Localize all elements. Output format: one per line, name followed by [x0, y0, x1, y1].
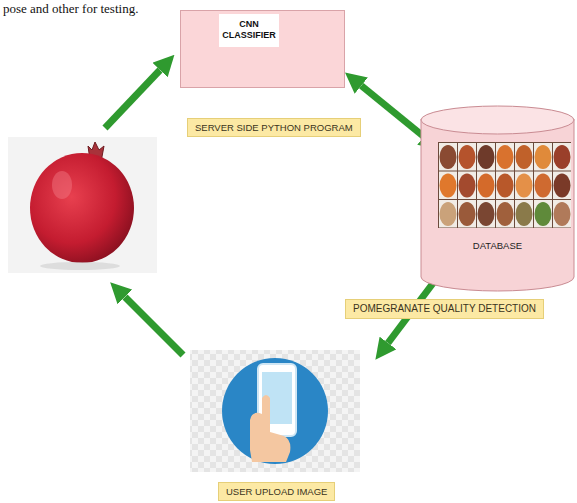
caption-tag: SERVER SIDE PYTHON PROGRAM: [187, 118, 361, 137]
caption-tag: USER UPLOAD IMAGE: [218, 482, 335, 501]
body-text-fragment: pose and other for testing.: [3, 1, 138, 17]
flow-arrow: [361, 86, 424, 137]
node-text: USER UPLOAD IMAGE: [226, 486, 327, 497]
cylinder-outline: [420, 105, 575, 292]
caption-tag: POMEGRANATE QUALITY DETECTION: [345, 299, 544, 319]
node-text: CNN CLASSIFIER: [222, 19, 276, 42]
fruit-photo-grid: [438, 142, 571, 228]
phone-upload-icon: [190, 350, 360, 472]
classifier-box: CNN CLASSIFIER: [180, 10, 345, 88]
database-cylinder: DATABASE: [420, 105, 575, 292]
node-text: POMEGRANATE QUALITY DETECTION: [353, 303, 536, 315]
node-text: SERVER SIDE PYTHON PROGRAM: [195, 122, 353, 133]
cylinder-body: [421, 119, 574, 291]
text-holder: DATABASE: [420, 240, 575, 252]
label-card: CNN CLASSIFIER: [219, 14, 279, 47]
pomegranate-photo: [8, 137, 157, 273]
cylinder-top: [421, 106, 574, 134]
node-text: DATABASE: [420, 240, 575, 252]
